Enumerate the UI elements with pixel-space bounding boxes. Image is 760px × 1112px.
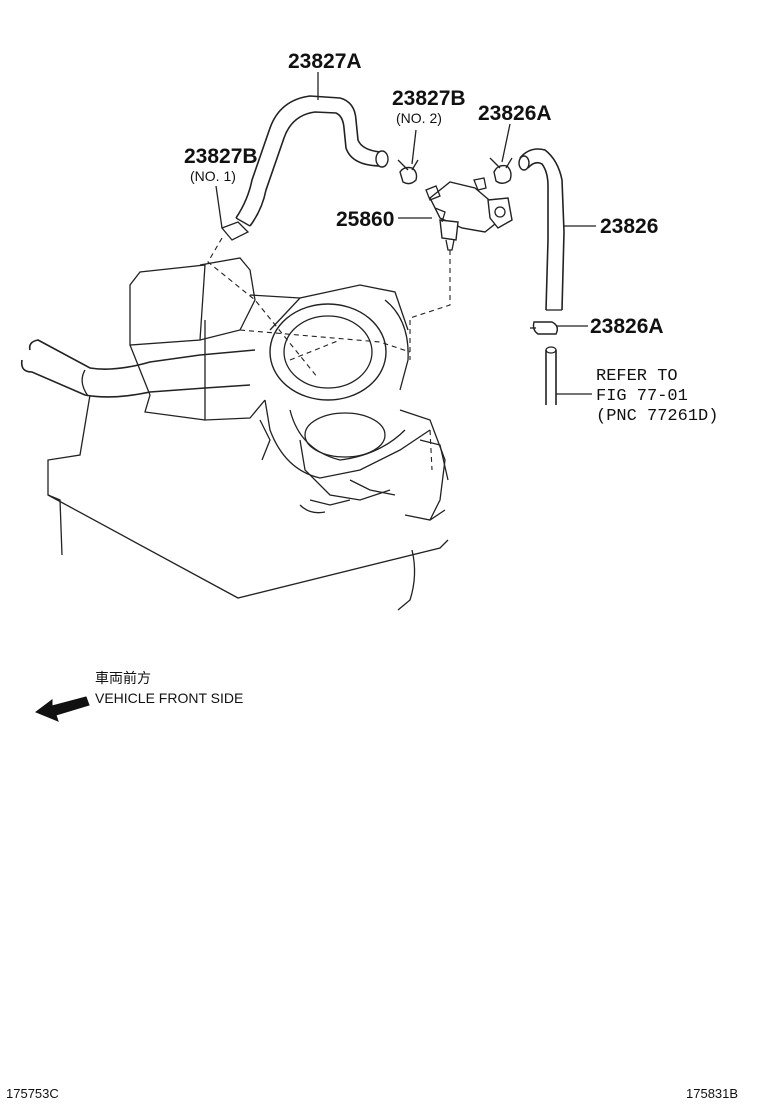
hose-23826[interactable]	[518, 148, 565, 311]
direction-english: VEHICLE FRONT SIDE	[95, 690, 243, 706]
footer-right-code: 175831B	[686, 1086, 738, 1101]
valve-25860[interactable]	[425, 177, 513, 251]
direction-japanese: 車両前方	[95, 670, 151, 686]
refer-line-1: REFER TO	[596, 367, 678, 386]
refer-line-2: FIG 77-01	[596, 387, 688, 406]
label-23827b-no2: 23827B	[392, 87, 466, 110]
clamp-23827b-no2[interactable]	[397, 159, 419, 185]
label-23827b-no1: 23827B	[184, 145, 258, 168]
leader-lines	[215, 72, 596, 395]
label-23827b-no2-sub: (NO. 2)	[396, 110, 442, 126]
routing-dashes	[207, 237, 451, 471]
label-23826a-upper: 23826A	[478, 102, 552, 125]
clamp-23826a-lower[interactable]	[530, 321, 559, 335]
engine-assembly	[20, 257, 449, 611]
label-25860: 25860	[336, 208, 394, 231]
hose-23827a[interactable]	[220, 95, 389, 241]
label-23827b-no1-sub: (NO. 1)	[190, 168, 236, 184]
label-23826a-lower: 23826A	[590, 315, 664, 338]
label-23826: 23826	[600, 215, 658, 238]
label-23827a: 23827A	[288, 50, 362, 73]
refer-line-3: (PNC 77261D)	[596, 407, 718, 426]
footer-left-code: 175753C	[6, 1086, 59, 1101]
hose-lower-stub[interactable]	[545, 346, 557, 405]
front-arrow-icon	[34, 696, 90, 722]
clamp-23826a-upper[interactable]	[489, 157, 513, 184]
